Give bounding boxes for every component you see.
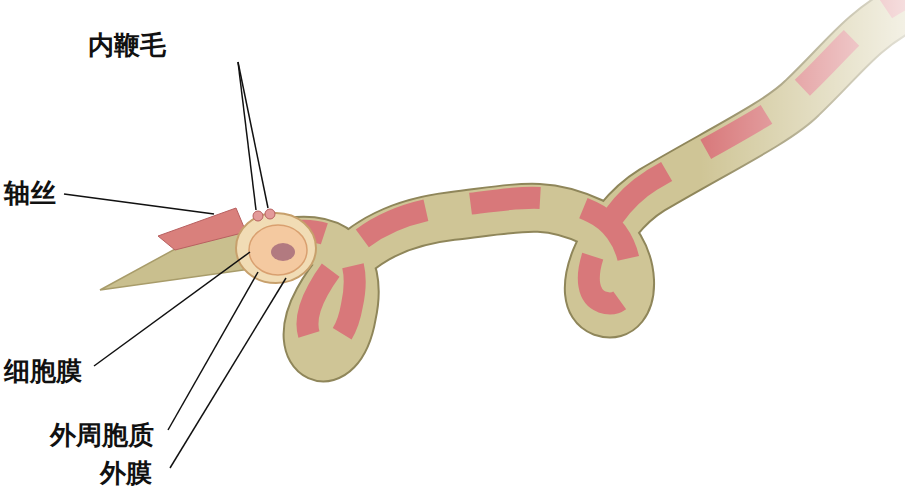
flagellum-dot: [253, 211, 263, 221]
part-label: 外膜: [100, 458, 152, 488]
cytoplasm-core: [271, 243, 295, 261]
leader-line: [64, 194, 214, 214]
leader-line: [94, 252, 250, 366]
flagellum-dot: [265, 209, 275, 219]
part-label: 外周胞质: [50, 420, 154, 450]
outer-membrane: [236, 213, 316, 283]
part-label: 内鞭毛: [88, 30, 166, 60]
leader-line: [170, 278, 286, 468]
leader-line: [168, 272, 258, 430]
leader-line: [238, 62, 268, 208]
axial-filament-band: [275, 0, 905, 347]
tail-fade: [700, 0, 905, 200]
axial-filament-band: [158, 208, 246, 250]
part-label: 轴丝: [4, 178, 56, 208]
cell-membrane: [249, 225, 307, 275]
part-label: 细胞膜: [4, 356, 82, 386]
